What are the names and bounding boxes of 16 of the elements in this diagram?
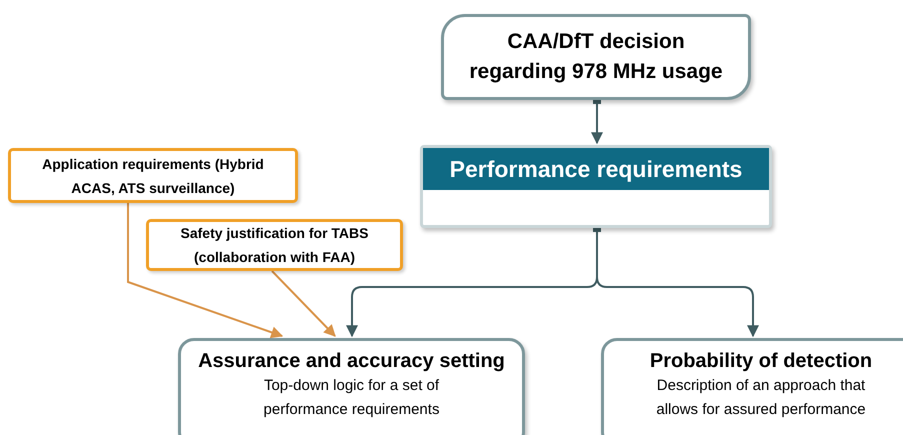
note-text: Application requirements (Hybrid ACAS, ATS surveillance) [41, 154, 265, 198]
panel-header: Performance requirements [423, 148, 769, 190]
note-box [8, 148, 298, 203]
card-title: Assurance and accuracy setting [198, 349, 505, 374]
card-description: Description of an approach that allows for assured performance [655, 376, 867, 420]
connector-arrow [271, 270, 336, 337]
connector-arrow [127, 203, 284, 338]
topic-card [178, 338, 525, 435]
topic-card [601, 338, 903, 435]
note-text: Safety justification for TABS (collaboration with FAA) [180, 224, 370, 267]
card-title: Probability of detection [650, 349, 872, 374]
requirements-panel [420, 145, 772, 228]
card-description: Top-down logic for a set of performance requirements [262, 376, 440, 420]
note-box [146, 219, 403, 271]
decision-box [441, 14, 751, 100]
box-title: CAA/DfT decision regarding 978 MHz usage [468, 29, 724, 85]
